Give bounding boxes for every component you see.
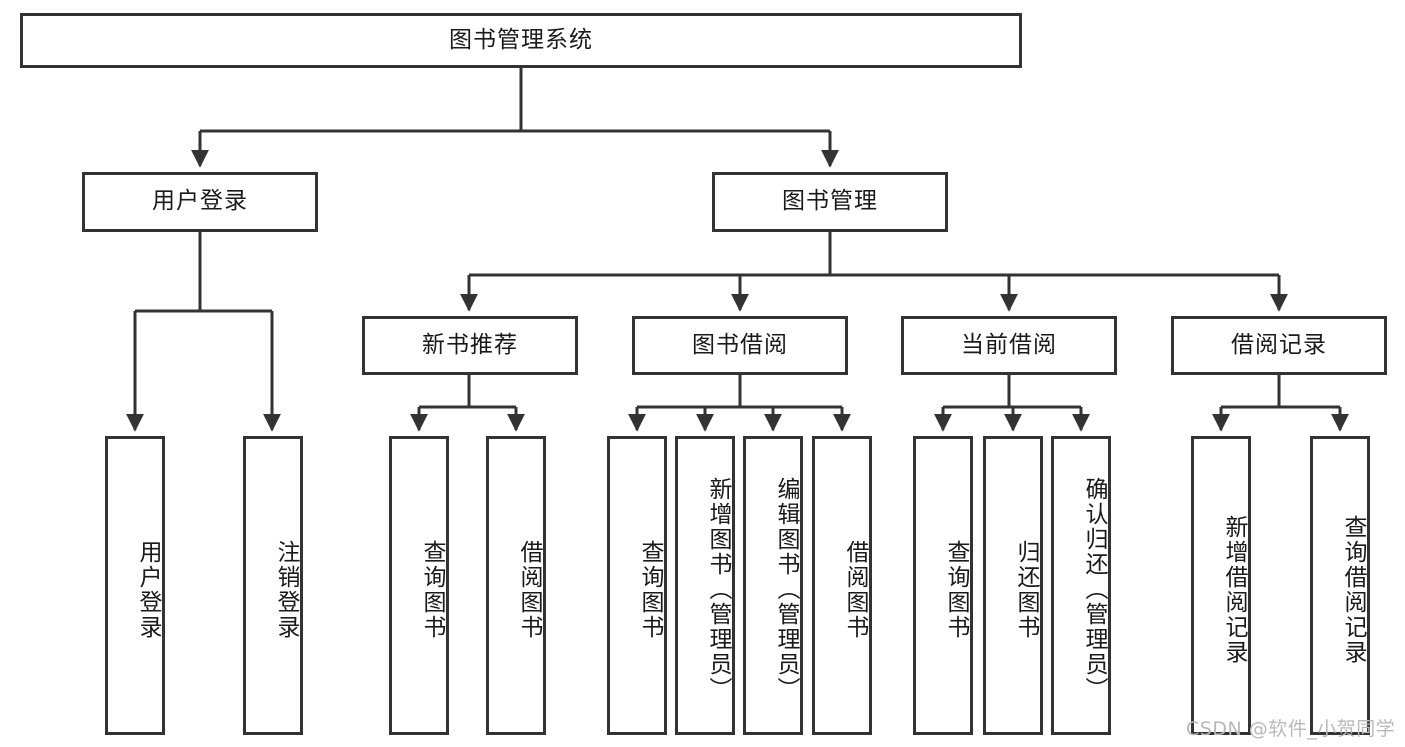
leaf-user-login-logout[interactable]: 注销登录 xyxy=(243,436,303,735)
leaf-current-borrow-confirm-return-admin[interactable]: 确认归还（管理员） xyxy=(1051,436,1111,735)
node-root-book-management-system[interactable]: 图书管理系统 xyxy=(20,13,1022,68)
node-label: 借阅记录 xyxy=(1231,331,1327,358)
node-label: 查询借阅记录 xyxy=(1340,514,1366,665)
node-label: 注销登录 xyxy=(273,539,299,640)
node-label: 新书推荐 xyxy=(422,331,518,358)
node-user-login[interactable]: 用户登录 xyxy=(82,172,318,232)
node-new-book-recommend[interactable]: 新书推荐 xyxy=(362,316,578,375)
leaf-book-borrow-borrow-book[interactable]: 借阅图书 xyxy=(812,436,872,735)
leaf-borrow-record-query-record[interactable]: 查询借阅记录 xyxy=(1310,436,1370,735)
node-label: 查询图书 xyxy=(943,539,969,640)
leaf-book-borrow-edit-book-admin[interactable]: 编辑图书（管理员） xyxy=(743,436,803,735)
node-label: 借阅图书 xyxy=(842,539,868,640)
node-borrow-record[interactable]: 借阅记录 xyxy=(1171,316,1387,375)
node-label: 编辑图书（管理员） xyxy=(773,477,799,702)
node-label: 查询图书 xyxy=(419,539,445,640)
node-current-borrow[interactable]: 当前借阅 xyxy=(901,316,1117,375)
node-label: 图书借阅 xyxy=(692,331,788,358)
leaf-book-borrow-query-book[interactable]: 查询图书 xyxy=(607,436,667,735)
node-label: 图书管理系统 xyxy=(449,26,593,53)
node-label: 查询图书 xyxy=(637,539,663,640)
csdn-watermark: CSDN @软件_小贺同学 xyxy=(1186,718,1396,740)
node-label: 借阅图书 xyxy=(516,539,542,640)
leaf-book-borrow-add-book-admin[interactable]: 新增图书（管理员） xyxy=(675,436,735,735)
node-label: 当前借阅 xyxy=(961,331,1057,358)
leaf-current-borrow-query-book[interactable]: 查询图书 xyxy=(913,436,973,735)
leaf-current-borrow-return-book[interactable]: 归还图书 xyxy=(983,436,1043,735)
node-label: 图书管理 xyxy=(782,188,878,215)
node-book-management[interactable]: 图书管理 xyxy=(712,172,948,232)
node-label: 新增借阅记录 xyxy=(1221,514,1247,665)
leaf-borrow-record-add-record[interactable]: 新增借阅记录 xyxy=(1191,436,1251,735)
node-label: 归还图书 xyxy=(1013,539,1039,640)
node-label: 新增图书（管理员） xyxy=(705,477,731,702)
node-book-borrow[interactable]: 图书借阅 xyxy=(632,316,848,375)
node-label: 用户登录 xyxy=(152,188,248,215)
leaf-user-login-login[interactable]: 用户登录 xyxy=(105,436,165,735)
node-label: 确认归还（管理员） xyxy=(1081,477,1107,702)
leaf-new-book-borrow-book[interactable]: 借阅图书 xyxy=(486,436,546,735)
node-label: 用户登录 xyxy=(135,539,161,640)
leaf-new-book-query-book[interactable]: 查询图书 xyxy=(389,436,449,735)
